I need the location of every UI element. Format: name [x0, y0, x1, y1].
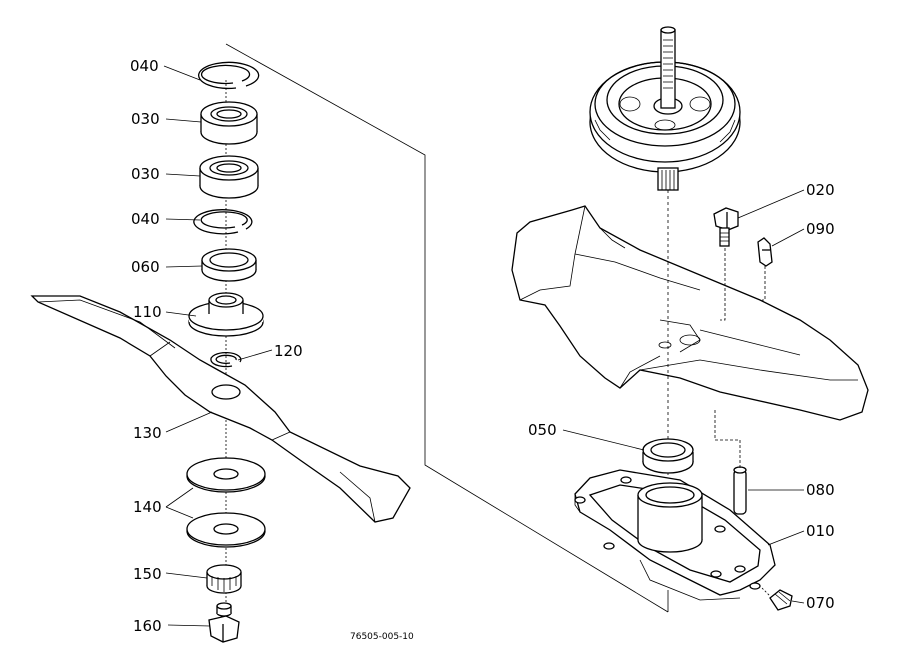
label-060: 060	[131, 258, 160, 276]
part-040-snap-ring-bottom	[193, 209, 253, 235]
part-labels: 040 030 030 040 060 110 120 130 140 150 …	[130, 57, 835, 642]
part-010-gear-case	[574, 469, 776, 612]
part-150-collar	[206, 564, 242, 594]
label-040-bottom: 040	[131, 210, 160, 228]
part-050-oil-seal	[642, 438, 694, 474]
part-080-pin	[714, 410, 747, 515]
part-120-circlip	[210, 351, 242, 368]
label-070: 070	[806, 594, 835, 612]
part-090-grease-nipple	[757, 237, 773, 301]
label-030-bottom: 030	[131, 165, 160, 183]
part-160-nut	[208, 602, 240, 643]
part-030-bearing-top	[200, 101, 258, 145]
label-150: 150	[133, 565, 162, 583]
part-030-bearing-bottom	[199, 155, 259, 199]
mower-deck	[511, 205, 869, 421]
part-110-blade-holder	[188, 292, 264, 337]
label-090: 090	[806, 220, 835, 238]
label-140: 140	[133, 498, 162, 516]
label-010: 010	[806, 522, 835, 540]
part-040-snap-ring-top	[198, 61, 260, 90]
part-020-bolt	[713, 207, 739, 321]
part-070-bolt	[761, 587, 793, 611]
part-140-washer-top	[186, 457, 266, 493]
label-160: 160	[133, 617, 162, 635]
blade-assembly	[30, 61, 411, 643]
gearbox-assembly	[511, 26, 869, 612]
label-120: 120	[274, 342, 303, 360]
label-040-top: 040	[130, 57, 159, 75]
label-020: 020	[806, 181, 835, 199]
label-080: 080	[806, 481, 835, 499]
label-110: 110	[133, 303, 162, 321]
part-140-washer-bottom	[186, 512, 266, 548]
label-030-top: 030	[131, 110, 160, 128]
part-060-oil-seal	[201, 248, 257, 282]
separator-line	[225, 43, 669, 613]
leader-lines	[163, 65, 805, 627]
part-130-mower-blade	[30, 295, 411, 523]
label-130: 130	[133, 424, 162, 442]
drawing-code: 76505-005-10	[350, 632, 414, 642]
label-050: 050	[528, 421, 557, 439]
